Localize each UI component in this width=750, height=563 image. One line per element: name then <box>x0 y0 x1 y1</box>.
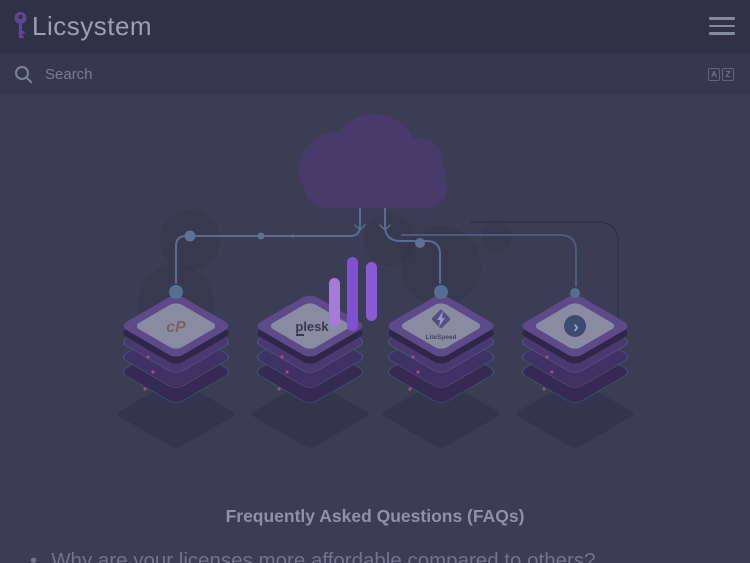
svg-text:plesk: plesk <box>295 319 329 334</box>
faq-list: Why are your licenses more affordable co… <box>30 547 730 563</box>
language-az-icon[interactable]: A Z <box>706 66 736 83</box>
loading-bar <box>347 257 358 331</box>
arrow-down-icon <box>379 224 391 232</box>
faq-heading: Frequently Asked Questions (FAQs) <box>225 506 525 526</box>
hamburger-menu-button[interactable] <box>707 11 737 41</box>
header: Licsystem <box>0 0 750 52</box>
line-nodes <box>184 230 425 248</box>
hamburger-bar <box>709 17 735 20</box>
cloud <box>299 114 447 208</box>
search-input[interactable] <box>45 65 706 83</box>
loading-bar <box>366 262 377 321</box>
server-litespeed: LiteSpeed <box>382 295 500 448</box>
svg-text:›: › <box>573 317 579 336</box>
logo-text: Licsystem <box>32 10 153 41</box>
hamburger-bar <box>709 24 735 28</box>
loading-bar <box>329 278 340 327</box>
connection-lines <box>175 203 577 287</box>
server-cpanel: cP <box>117 295 235 448</box>
search-icon[interactable] <box>14 65 33 84</box>
logo[interactable]: Licsystem <box>13 11 152 42</box>
server-apex-nodes <box>169 285 580 299</box>
key-icon <box>14 11 27 38</box>
lang-letter-a: A <box>708 67 720 81</box>
faq-question: Why are your licenses more affordable co… <box>30 547 730 563</box>
decorative-circuit-outline <box>470 221 619 330</box>
loading-bars <box>329 257 377 331</box>
arrow-down-icon <box>354 224 366 232</box>
server-plesk: plesk <box>251 295 369 448</box>
search-bar: A Z <box>0 52 750 95</box>
hamburger-bar <box>709 32 735 35</box>
lang-letter-z: Z <box>722 67 734 81</box>
svg-text:LiteSpeed: LiteSpeed <box>425 334 456 341</box>
svg-text:cP: cP <box>166 319 186 336</box>
server-directadmin: › <box>516 295 634 448</box>
